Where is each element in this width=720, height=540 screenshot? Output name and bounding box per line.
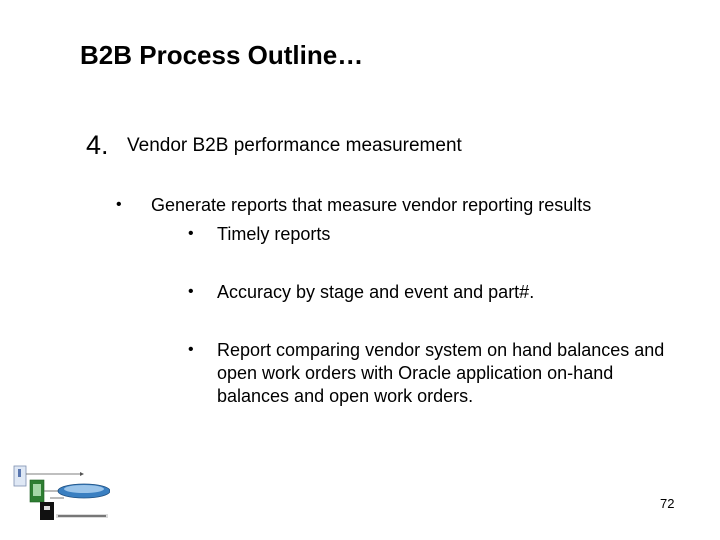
bullet-icon: • — [188, 283, 194, 300]
sub-point: Generate reports that measure vendor rep… — [151, 195, 592, 215]
list-item-report-comparing: Report comparing vendor system on hand b… — [217, 340, 665, 406]
bullet-icon: • — [188, 341, 194, 358]
bullet-icon: • — [116, 196, 122, 213]
page-number: 72 — [660, 496, 675, 511]
list-item-accuracy: Accuracy by stage and event and part#. — [217, 282, 535, 302]
consulting-services-logo-icon — [10, 464, 111, 529]
section-number: 4. — [86, 130, 109, 160]
list-item-timely-reports: Timely reports — [217, 224, 331, 244]
slide-title: B2B Process Outline… — [80, 40, 364, 70]
section-heading: Vendor B2B performance measurement — [127, 135, 462, 156]
bullet-icon: • — [188, 225, 194, 242]
